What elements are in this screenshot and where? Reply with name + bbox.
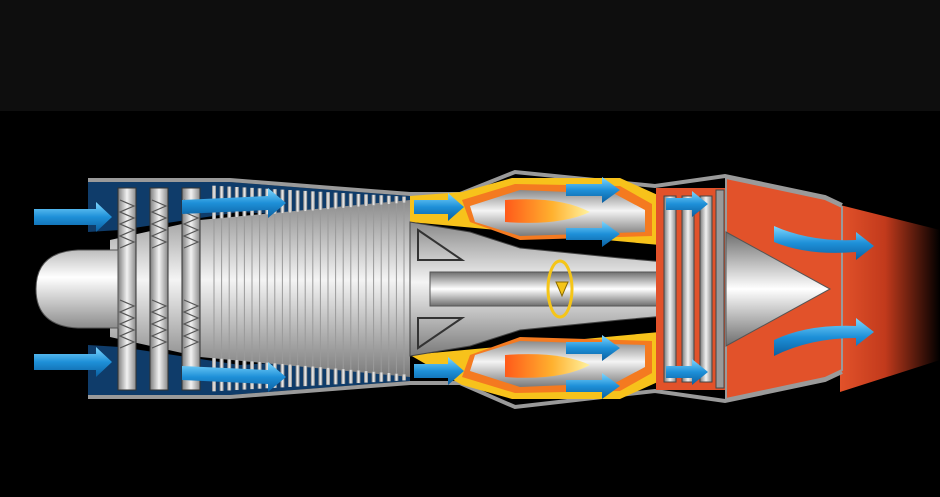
compressor-blade — [379, 195, 384, 205]
airflow-arrow-icon — [34, 177, 874, 399]
compressor-blade — [402, 374, 406, 381]
casing-bottom — [88, 370, 843, 410]
compressor-blade — [326, 192, 330, 210]
compressor-blade — [341, 369, 346, 384]
compressor-blade — [356, 193, 361, 207]
compressor-fan-icon — [117, 187, 201, 391]
compressor-blade — [386, 373, 391, 382]
compressor-blade — [288, 190, 292, 213]
compressor-blade — [364, 194, 368, 206]
rotation-arrow-icon — [546, 259, 574, 319]
compressor-blade — [310, 191, 315, 211]
compressor-blade — [402, 196, 406, 203]
casing-top — [88, 169, 843, 207]
compressor-blade — [379, 372, 384, 382]
compressor-blade — [303, 190, 308, 212]
compressor-blade — [341, 193, 346, 208]
compressor-blade — [386, 195, 391, 204]
compressor-blade — [318, 191, 323, 210]
compressor-blade — [295, 365, 300, 387]
turbine-icon — [656, 188, 726, 390]
compressor-blade — [364, 371, 368, 383]
compressor-blade — [356, 370, 361, 384]
compressor-blade — [303, 365, 308, 387]
compressor-blade — [394, 373, 399, 381]
spinner-icon — [35, 249, 119, 329]
compressor-blade — [333, 192, 338, 209]
compressor-blade — [318, 367, 323, 386]
compressor-blade — [371, 194, 376, 206]
exhaust-plume — [840, 205, 940, 392]
top-band — [0, 0, 940, 111]
compressor-blade — [333, 368, 338, 385]
compressor-blade — [326, 367, 330, 385]
compressor-blade — [348, 369, 353, 384]
exhaust-cone-icon — [725, 231, 832, 347]
compressor-blade — [288, 364, 292, 387]
compressor-blade — [310, 366, 315, 386]
compressor-blade — [371, 371, 376, 383]
compressor-blade — [295, 190, 300, 212]
compressor-blade — [394, 196, 399, 204]
compressor-blade — [348, 193, 353, 208]
